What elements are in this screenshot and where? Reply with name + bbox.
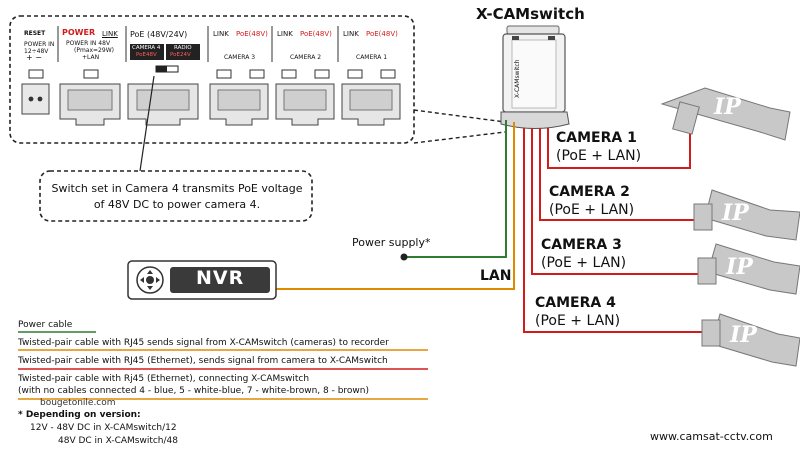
ip-camera-3	[697, 243, 800, 295]
camera2-sub: (PoE + LAN)	[549, 202, 635, 218]
power-in48-pmax: (Pmax=29W)	[74, 47, 114, 54]
camera1-wire	[547, 124, 691, 169]
poe-label-cam1: PoE(48V)	[366, 30, 398, 38]
led-power	[28, 69, 44, 79]
note-header: * Depending on version:	[18, 410, 141, 420]
dip-switch-knob	[156, 66, 167, 72]
power-in-label: POWER IN	[24, 41, 55, 48]
legend-power-cable: Power cable	[18, 320, 73, 330]
note-line-2: 48V DC in X-CAMswitch/48	[58, 436, 178, 446]
led-link	[83, 69, 99, 79]
legend-tp-connect-2: (with no cables connected 4 - blue, 5 - …	[18, 386, 369, 396]
camera2-wire	[539, 128, 710, 221]
rj45-port-camera3	[209, 83, 269, 126]
camera1-sub: (PoE + LAN)	[556, 148, 642, 164]
camera4-wire	[523, 128, 714, 333]
radio-switch-text: RADIO	[174, 45, 192, 51]
poe48v-switch-text: PoE48V	[136, 52, 157, 58]
legend-tp-connect-1: Twisted-pair cable with Rj45 (Ethernet),…	[18, 374, 310, 384]
power-in-polarity: + −	[26, 53, 42, 62]
camera4-switch-label	[130, 44, 164, 60]
led-poe-cam1	[380, 69, 396, 79]
power-supply-label: Power supply*	[352, 236, 431, 249]
rj45-port-camera4	[127, 83, 199, 126]
link-label-cam3: LINK	[213, 30, 229, 38]
rj45-port-camera1	[341, 83, 401, 126]
zoom-line-top	[413, 109, 506, 123]
power-in48-label: POWER IN 48V	[66, 40, 111, 47]
device-title: X-CAMswitch	[476, 5, 585, 23]
poe-label-cam3: PoE(48V)	[236, 30, 268, 38]
ip-camera4-label: IP	[730, 322, 757, 348]
link-label-cam2: LINK	[277, 30, 293, 38]
camera3-wire	[531, 128, 712, 275]
ip-camera-1	[660, 87, 791, 141]
note-line-1: 12V - 48V DC in X-CAMswitch/12	[30, 423, 177, 433]
lan-label: LAN	[480, 268, 512, 284]
x-camswitch-device	[500, 25, 570, 129]
camera4-switch-text: CAMERA 4	[132, 45, 161, 51]
led-link-cam3	[216, 69, 232, 79]
poe-48-24-label: PoE (48V/24V)	[130, 30, 188, 39]
link-label: LINK	[102, 30, 118, 38]
poe24v-switch-text: PoE24V	[170, 52, 191, 58]
led-link-cam2	[281, 69, 297, 79]
nvr-recorder	[127, 260, 277, 300]
legend-tp-recorder: Twisted-pair cable with RJ45 sends signa…	[18, 338, 389, 348]
led-poe-cam2	[314, 69, 330, 79]
website-url: www.camsat-cctv.com	[650, 430, 773, 443]
camera1-title: CAMERA 1	[556, 130, 637, 146]
callout-box	[39, 170, 313, 222]
zoom-line-bottom	[413, 131, 506, 144]
power-header: POWER	[62, 28, 96, 37]
radio-switch-label	[166, 44, 200, 60]
reset-label: RESET	[24, 30, 46, 37]
nvr-label: NVR	[196, 267, 245, 289]
legend-tp-camera: Twisted-pair cable with RJ45 (Ethernet),…	[18, 356, 388, 366]
power-supply-node	[400, 253, 408, 261]
link-label-cam1: LINK	[343, 30, 359, 38]
camera3-title: CAMERA 3	[541, 237, 622, 253]
power-wire	[404, 120, 507, 258]
callout-pointer	[139, 75, 155, 172]
power-in-voltage: 12÷48V	[24, 48, 49, 55]
rj45-port-power	[59, 83, 121, 126]
camera1-port-label: CAMERA 1	[356, 54, 388, 61]
led-poe-cam3	[249, 69, 265, 79]
ip-camera1-label: IP	[714, 94, 741, 120]
poe-label-cam2: PoE(48V)	[300, 30, 332, 38]
power-jack-pin	[28, 96, 34, 102]
device-side-label: X-CAMswitch	[514, 59, 521, 98]
camera2-port-label: CAMERA 2	[290, 54, 322, 61]
rj45-port-camera2	[275, 83, 335, 126]
ip-camera2-label: IP	[722, 200, 749, 226]
power-jack-pin	[37, 96, 43, 102]
camera3-sub: (PoE + LAN)	[541, 255, 627, 271]
ip-camera3-label: IP	[726, 254, 753, 280]
watermark: bougetonile.com	[40, 398, 116, 408]
camera3-port-label: CAMERA 3	[224, 54, 256, 61]
power-jack	[21, 83, 50, 115]
ip-camera-4	[701, 313, 800, 367]
camera4-sub: (PoE + LAN)	[535, 313, 621, 329]
lan-wire	[276, 122, 515, 290]
callout-text: Switch set in Camera 4 transmits PoE vol…	[51, 182, 303, 211]
panel-outline	[9, 15, 415, 144]
ip-camera-2	[693, 189, 800, 241]
camera4-title: CAMERA 4	[535, 295, 616, 311]
camera2-title: CAMERA 2	[549, 184, 630, 200]
led-link-cam1	[347, 69, 363, 79]
power-in48-lan: +LAN	[82, 54, 100, 61]
